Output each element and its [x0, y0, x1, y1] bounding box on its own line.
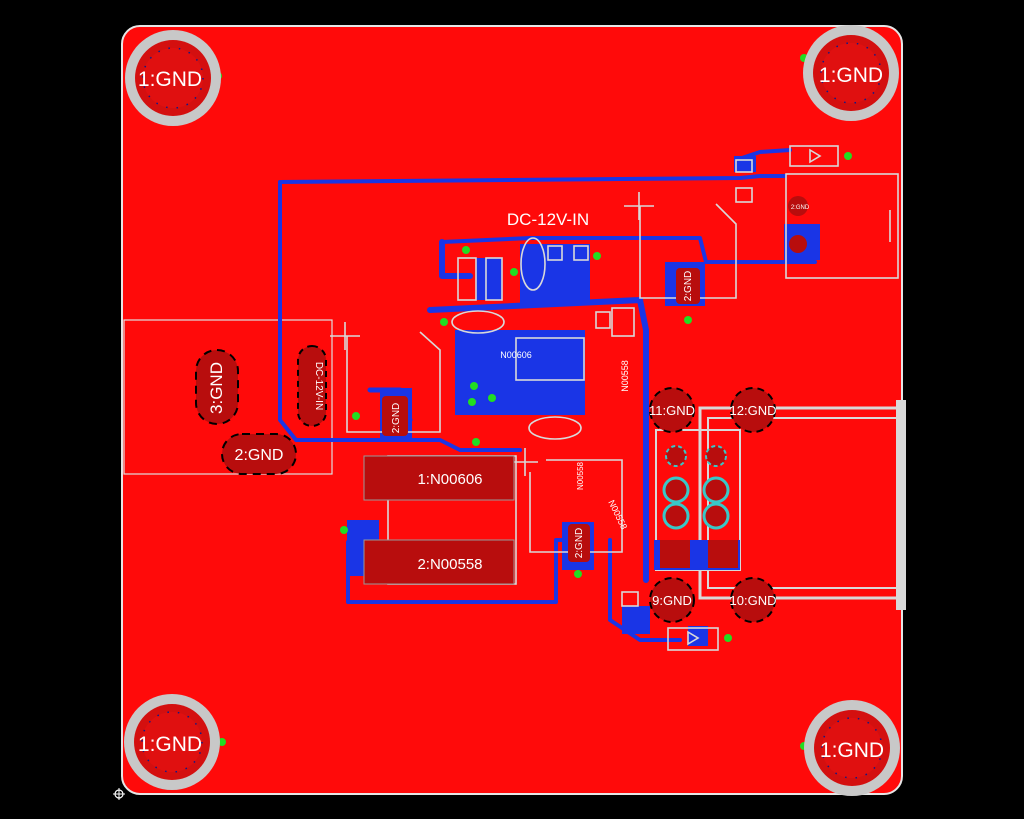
usb-9-label: 9:GND [652, 593, 692, 608]
origin-marker-icon [113, 788, 125, 800]
mount-hole-top-right[interactable]: 1:GND [803, 25, 899, 121]
dc-jack-pin1[interactable]: DC-12V-IN [297, 345, 327, 427]
jack-gnd3-label: 3:GND [207, 362, 226, 414]
cap1-gnd-pad[interactable]: 2:GND [382, 396, 408, 436]
mount-tl-label: 1:GND [138, 68, 202, 91]
led-gnd-pad[interactable]: 2:GND [791, 205, 810, 211]
mount-hole-top-left[interactable]: 1:GND [125, 30, 221, 126]
mount-bl-label: 1:GND [138, 733, 202, 756]
jack-silk-label: DC-12V-IN [313, 362, 324, 410]
dc-jack-outline [123, 319, 333, 475]
usb-pad-12[interactable]: 12:GND [730, 387, 777, 433]
dc-jack-pin3[interactable]: 3:GND [195, 349, 239, 425]
cap2-gnd-pad[interactable]: 2:GND [676, 268, 700, 304]
inductor-pad1-label: 1:N00606 [417, 471, 482, 488]
usb-10-label: 10:GND [730, 593, 777, 608]
inductor-pad2-label: 2:N00558 [417, 556, 482, 573]
cap2-gnd-label: 2:GND [683, 271, 694, 302]
usb-11-label: 11:GND [649, 403, 695, 418]
ic-net-label: N00606 [500, 350, 532, 360]
cap1-gnd-label: 2:GND [391, 403, 402, 434]
mount-tr-label: 1:GND [819, 64, 883, 87]
usb-pad-9[interactable]: 9:GND [649, 577, 695, 623]
usb-through-holes [662, 445, 730, 530]
mount-br-label: 1:GND [820, 739, 884, 762]
mount-hole-bottom-right[interactable]: 1:GND [804, 700, 900, 796]
jack-gnd2-label: 2:GND [235, 447, 284, 464]
cap3-gnd-pad[interactable]: 2:GND [568, 524, 590, 562]
pads [363, 196, 808, 585]
usb-pad-10[interactable]: 10:GND [730, 577, 777, 623]
usb-12-label: 12:GND [730, 403, 777, 418]
dc-in-title: DC-12V-IN [507, 210, 589, 229]
dc-jack-pin2[interactable]: 2:GND [221, 433, 297, 475]
ic-net-label-2: N00558 [620, 360, 630, 392]
cap3-gnd-label: 2:GND [574, 528, 585, 559]
led-gnd-label: 2:GND [791, 205, 810, 211]
diode-net-label: N00558 [576, 461, 585, 490]
usb-pad-11[interactable]: 11:GND [649, 387, 695, 433]
mount-hole-bottom-left[interactable]: 1:GND [124, 694, 220, 790]
